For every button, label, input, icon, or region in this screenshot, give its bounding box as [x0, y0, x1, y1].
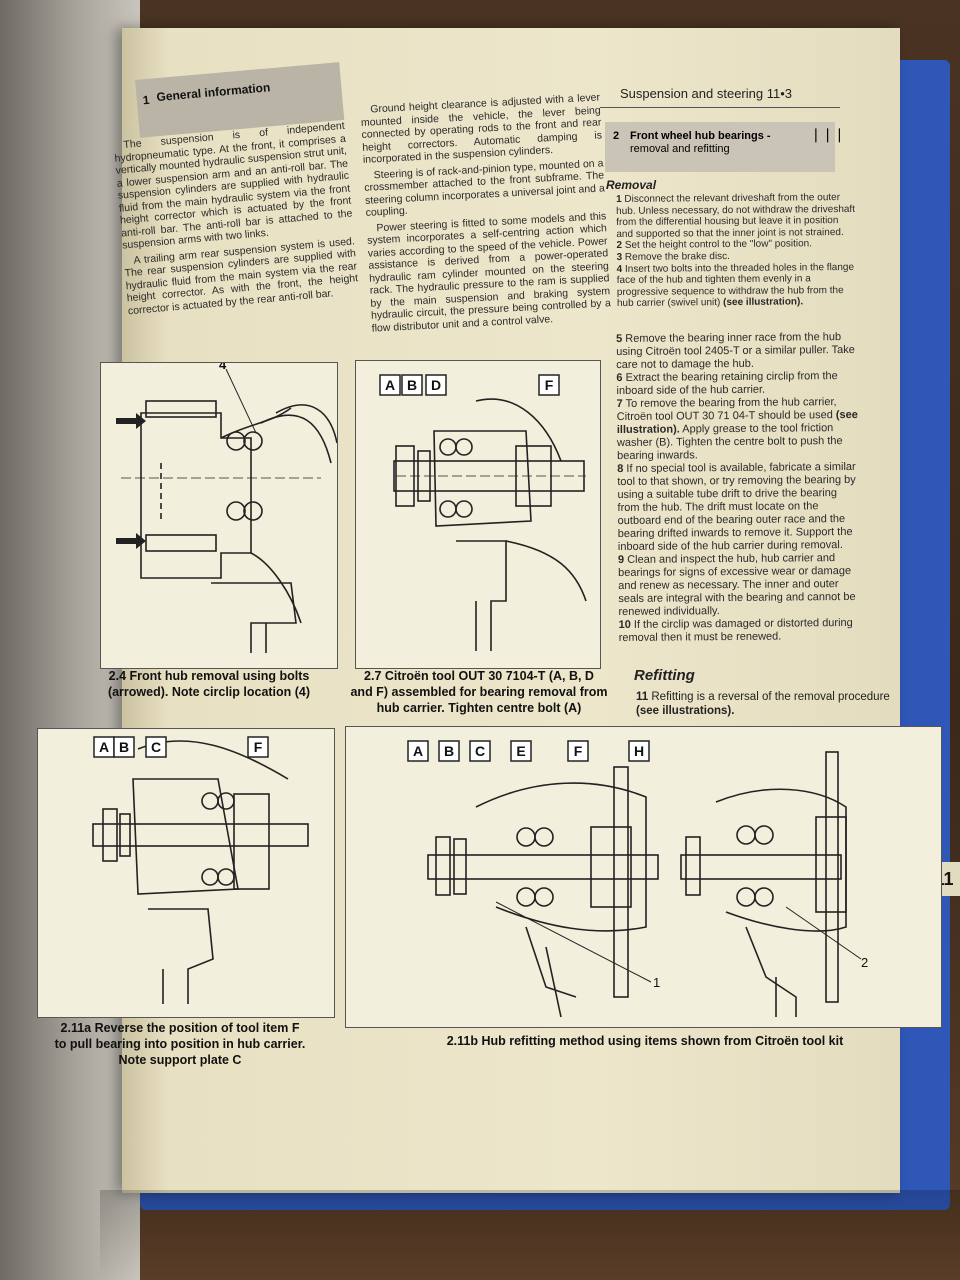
label-box-d: [425, 374, 447, 396]
figure-2-4: 4: [100, 362, 338, 669]
label-b: B: [444, 743, 454, 759]
header-rule: [600, 107, 840, 108]
callout-2: 2: [861, 955, 868, 970]
label-box-e: [510, 740, 532, 762]
removal-steps-large: 5 Remove the bearing inner race from the…: [616, 331, 863, 645]
paragraph: Ground height clearance is adjusted with…: [360, 91, 603, 166]
label-f: F: [545, 377, 554, 393]
page-shadow: [100, 1190, 960, 1280]
label-a: A: [99, 739, 109, 755]
label-f: F: [254, 739, 263, 755]
label-box-f: [247, 736, 269, 758]
hub-removal-drawing: 4: [116, 363, 337, 653]
step: 8 If no special tool is available, fabri…: [617, 460, 856, 553]
label-d: D: [431, 377, 441, 393]
caption-2-4: 2.4 Front hub removal using bolts(arrowe…: [107, 669, 311, 699]
label-box-f: [538, 374, 560, 396]
running-head: Suspension and steering 11•3: [620, 86, 792, 101]
label-c: C: [151, 739, 161, 755]
caption-2-11b: 2.11b Hub refitting method using items s…: [446, 1034, 844, 1048]
caption-2-11a: 2.11a Reverse the position of tool item …: [54, 1021, 306, 1067]
step: 6 Extract the bearing retaining circlip …: [616, 370, 838, 397]
paragraph: Steering is of rack-and-pinion type, mou…: [364, 156, 606, 219]
label-box-f: [567, 740, 589, 762]
middle-text-column: Ground height clearance is adjusted with…: [360, 91, 612, 337]
section-2-heading: 2 Front wheel hub bearings - removal and…: [605, 122, 845, 172]
callout-4: 4: [219, 363, 227, 372]
step: 4 Insert two bolts into the threaded hol…: [616, 261, 855, 310]
step: 7 To remove the bearing from the hub car…: [616, 396, 858, 462]
section-title: General information: [155, 80, 271, 105]
hub-refit-method-drawing: 1 2 A B C E F H: [407, 740, 868, 1018]
label-b: B: [407, 377, 417, 393]
label-b: B: [119, 739, 129, 755]
label-box-b: [401, 374, 423, 396]
paragraph: Power steering is fitted to some models …: [366, 209, 612, 335]
label-h: H: [634, 743, 644, 759]
label-a: A: [385, 377, 395, 393]
label-f: F: [574, 743, 583, 759]
label-e: E: [516, 743, 525, 759]
label-box-a: [407, 740, 429, 762]
label-box-h: [628, 740, 650, 762]
section-title-line2: removal and refitting: [630, 143, 730, 155]
removal-heading: Removal: [606, 178, 657, 192]
section-number: 2: [613, 130, 620, 142]
step: 9 Clean and inspect the hub, hub carrier…: [617, 552, 856, 618]
refitting-step: 11 Refitting is a reversal of the remova…: [636, 691, 890, 717]
difficulty-rating-icon: ❘❘❘: [810, 126, 846, 142]
label-a: A: [413, 743, 423, 759]
section-title-line1: Front wheel hub bearings -: [630, 130, 771, 142]
figure-2-11b: 1 2 A B C E F H: [345, 726, 942, 1028]
label-box-c: [469, 740, 491, 762]
label-box-a: [379, 374, 401, 396]
label-c: C: [475, 743, 485, 759]
step: 1 Disconnect the relevant driveshaft fro…: [616, 192, 856, 240]
step: 5 Remove the bearing inner race from the…: [616, 331, 855, 371]
removal-steps-small: 1 Disconnect the relevant driveshaft fro…: [616, 192, 857, 310]
label-box-b: [113, 736, 135, 758]
general-info-column: The suspension is of independent hydropn…: [113, 120, 360, 321]
callout-1: 1: [653, 975, 660, 990]
section-number: 1: [142, 92, 151, 108]
step: 10 If the circlip was damaged or distort…: [618, 616, 853, 644]
label-box-b: [438, 740, 460, 762]
paragraph: The suspension is of independent hydropn…: [114, 119, 353, 252]
refitting-heading: Refitting: [634, 667, 695, 684]
label-box-c: [145, 736, 167, 758]
